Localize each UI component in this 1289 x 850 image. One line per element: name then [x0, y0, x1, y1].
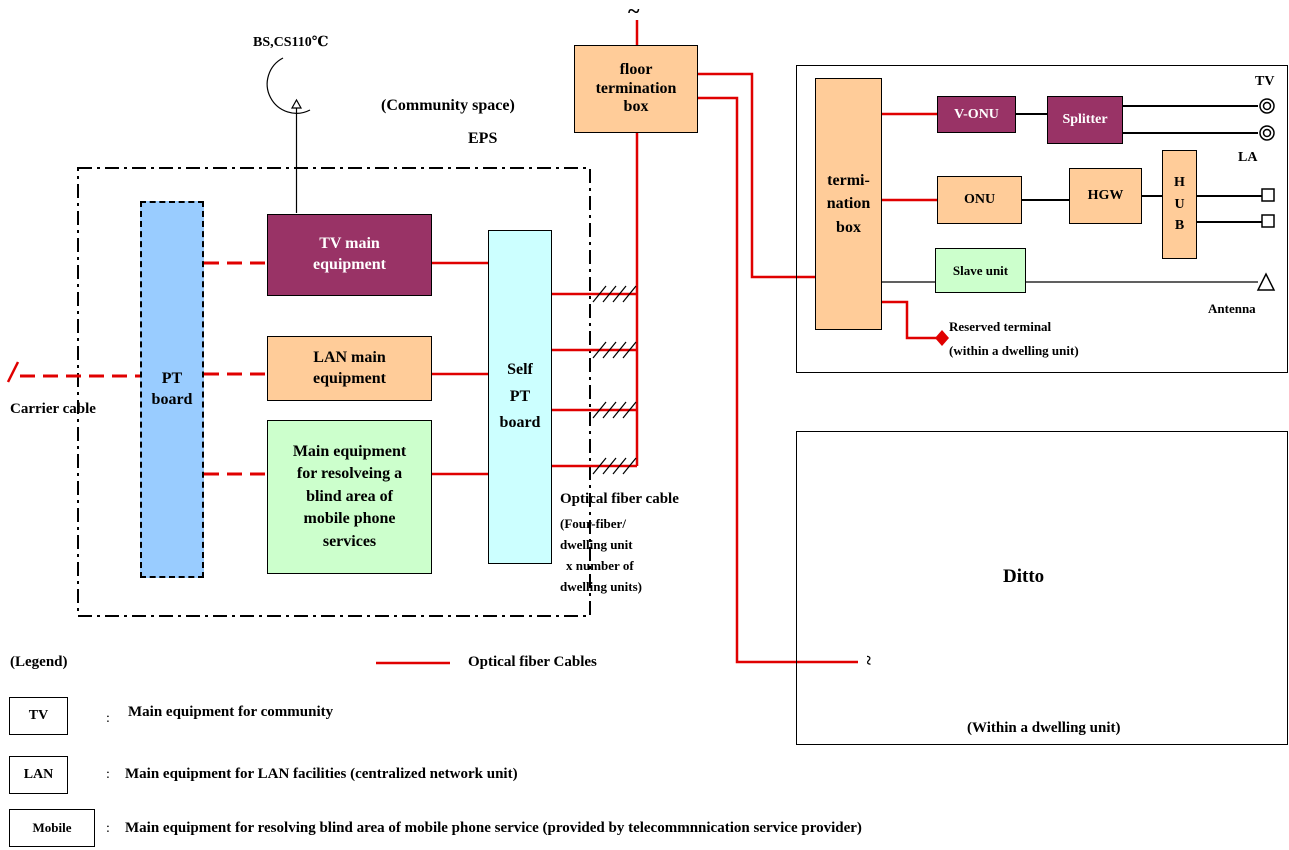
tv-main-equipment: TV main equipment — [267, 214, 432, 296]
tv-outlet-label: TV — [1255, 74, 1275, 89]
fiber-note-line-1: (Four-fiber/ — [560, 516, 626, 531]
fiber-note-line-3: x number of — [566, 558, 634, 573]
dwelling-unit-detail — [796, 65, 1288, 373]
antenna-label: Antenna — [1208, 301, 1256, 316]
legend-key-lan: LAN — [9, 756, 68, 794]
floor-termination-line-2: termination — [595, 79, 677, 97]
hgw-box: HGW — [1069, 168, 1142, 224]
reserved-terminal-label: Reserved terminal — [949, 319, 1052, 334]
lan-main-equipment: LAN main equipment — [267, 336, 432, 401]
lan-main-line-1: LAN main — [313, 348, 386, 366]
legend-sep-tv: : — [106, 711, 110, 726]
self-pt-line-2: PT — [509, 387, 531, 405]
tilde-bottom-label: ~ — [859, 655, 880, 666]
pt-board-line-2: board — [151, 390, 193, 408]
fiber-note: (Four-fiber/ dwelling unit x number of d… — [560, 513, 642, 597]
legend-key-mobile: Mobile — [9, 809, 95, 847]
hub-line-2: U — [1174, 196, 1185, 212]
tv-main-line-2: equipment — [313, 256, 386, 273]
legend-text-lan: Main equipment for LAN facilities (centr… — [125, 766, 518, 782]
legend-text-mobile: Main equipment for resolving blind area … — [125, 820, 862, 836]
self-pt-line-3: board — [499, 414, 541, 432]
carrier-cable-slash — [6, 361, 20, 383]
fiber-note-line-2: dwelling unit — [560, 537, 633, 552]
self-pt-board: Self PT board — [488, 230, 552, 564]
tilde-top-label: ~ — [628, 0, 640, 23]
mobile-main-line-1: Main equipment — [292, 443, 407, 461]
hub-line-3: B — [1174, 218, 1185, 234]
satellite-dish-icon — [266, 57, 311, 213]
within-dwelling-paren-label: (within a dwelling unit) — [949, 343, 1079, 358]
tv-outlet-icon — [1259, 98, 1275, 141]
termination-line-2: nation — [826, 195, 871, 213]
legend-key-tv: TV — [9, 697, 68, 735]
v-onu-box: V-ONU — [937, 96, 1016, 133]
legend-text-tv: Main equipment for community — [128, 704, 334, 720]
floor-termination-line-1: floor — [619, 61, 653, 79]
carrier-dashed-links — [20, 261, 267, 476]
legend-title: (Legend) — [10, 654, 68, 670]
fiber-note-line-4: dwelling units) — [560, 579, 642, 594]
hub-line-1: H — [1174, 174, 1185, 190]
onu-box: ONU — [937, 176, 1022, 224]
ditto-label: Ditto — [1003, 566, 1045, 587]
dwelling-lines — [1016, 105, 1262, 223]
community-space-label: (Community space) — [381, 97, 515, 114]
within-dwelling-unit-label: (Within a dwelling unit) — [967, 720, 1121, 736]
fiber-hatch-marks — [592, 285, 637, 475]
antenna-icon — [1256, 272, 1276, 291]
legend-sep-lan: : — [106, 767, 110, 782]
pt-board: PT board — [140, 201, 204, 578]
lan-main-line-2: equipment — [313, 369, 386, 387]
fiber-lines — [376, 20, 942, 665]
mobile-main-line-3: blind area of — [306, 487, 393, 505]
carrier-cable-label: Carrier cable — [10, 401, 96, 417]
hub-box: H U B — [1162, 150, 1197, 259]
termination-box: termi- nation box — [815, 78, 882, 330]
lan-outlet-icon — [1261, 188, 1275, 228]
mobile-main-line-4: mobile phone — [303, 510, 396, 528]
eps-label: EPS — [468, 130, 498, 147]
tv-main-line-1: TV main — [319, 235, 380, 253]
la-outlet-label: LA — [1238, 150, 1258, 165]
termination-line-1: termi- — [827, 172, 870, 190]
mobile-main-line-2: for resolveing a — [296, 465, 403, 483]
floor-termination-line-3: box — [623, 98, 649, 116]
eps-enclosure — [77, 167, 591, 617]
legend-fiber-label: Optical fiber Cables — [468, 654, 597, 670]
termination-line-3: box — [836, 218, 861, 236]
bs-cs-label: BS,CS110℃ — [253, 35, 329, 50]
floor-termination-box: floor termination box — [574, 45, 698, 133]
mobile-main-equipment: Main equipment for resolveing a blind ar… — [267, 420, 432, 574]
optical-fiber-cable-label: Optical fiber cable — [560, 491, 679, 507]
self-pt-line-1: Self — [507, 361, 533, 379]
dwelling-unit-ditto — [796, 431, 1288, 745]
reserved-terminal-marker — [935, 330, 949, 346]
mobile-main-line-5: services — [322, 532, 377, 550]
pt-board-line-1: PT — [161, 369, 183, 387]
legend-sep-mobile: : — [106, 821, 110, 836]
splitter-box: Splitter — [1047, 96, 1123, 144]
slave-unit-box: Slave unit — [935, 248, 1026, 293]
